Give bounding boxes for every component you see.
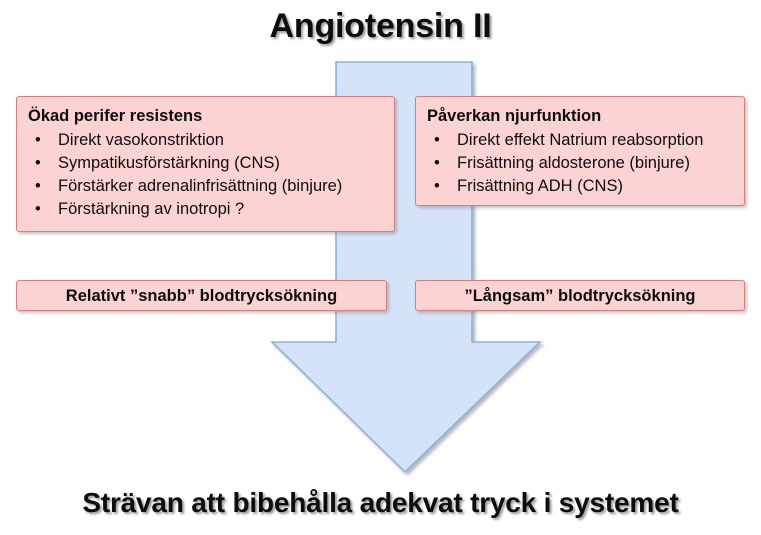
list-item-label: Förstärker adrenalinfrisättning (binjure… xyxy=(58,177,343,195)
box-slow-bp-rise: ”Långsam” blodtrycksökning xyxy=(415,280,745,311)
list-item-label: Förstärkning av inotropi ? xyxy=(58,200,245,218)
bullet-icon: • xyxy=(434,131,440,149)
list-item-label: Direkt effekt Natrium reabsorption xyxy=(457,131,704,149)
list-item-label: Frisättning ADH (CNS) xyxy=(457,177,623,195)
box-fast-bp-rise: Relativt ”snabb” blodtrycksökning xyxy=(16,280,387,311)
list-item: • Frisättning ADH (CNS) xyxy=(427,175,744,198)
box-fast-bp-rise-label: Relativt ”snabb” blodtrycksökning xyxy=(65,286,338,305)
bullet-icon: • xyxy=(434,154,440,172)
box-kidney-function-title: Påverkan njurfunktion xyxy=(427,107,602,125)
box-slow-bp-rise-label: ”Långsam” blodtrycksökning xyxy=(464,286,696,305)
list-item: • Frisättning aldosterone (binjure) xyxy=(427,152,744,175)
list-item-label: Frisättning aldosterone (binjure) xyxy=(457,154,690,172)
list-item-label: Sympatikusförstärkning (CNS) xyxy=(58,154,280,172)
page-title: Angiotensin II xyxy=(269,7,492,45)
bullet-icon: • xyxy=(35,200,41,218)
box-kidney-function-list: • Direkt effekt Natrium reabsorption • F… xyxy=(427,129,744,198)
bullet-icon: • xyxy=(35,154,41,172)
list-item: • Förstärkning av inotropi ? xyxy=(28,198,394,221)
box-kidney-function: Påverkan njurfunktion • Direkt effekt Na… xyxy=(415,96,745,206)
bullet-icon: • xyxy=(434,177,440,195)
box-peripheral-resistance-list: • Direkt vasokonstriktion • Sympatikusfö… xyxy=(28,129,394,221)
box-peripheral-resistance: Ökad perifer resistens • Direkt vasokons… xyxy=(16,96,395,232)
bullet-icon: • xyxy=(35,131,41,149)
list-item: • Direkt vasokonstriktion xyxy=(28,129,394,152)
summary-statement: Strävan att bibehålla adekvat tryck i sy… xyxy=(82,487,679,518)
list-item: • Förstärker adrenalinfrisättning (binju… xyxy=(28,175,394,198)
list-item: • Direkt effekt Natrium reabsorption xyxy=(427,129,744,152)
bullet-icon: • xyxy=(35,177,41,195)
list-item: • Sympatikusförstärkning (CNS) xyxy=(28,152,394,175)
list-item-label: Direkt vasokonstriktion xyxy=(58,131,224,149)
box-peripheral-resistance-title: Ökad perifer resistens xyxy=(28,107,203,125)
